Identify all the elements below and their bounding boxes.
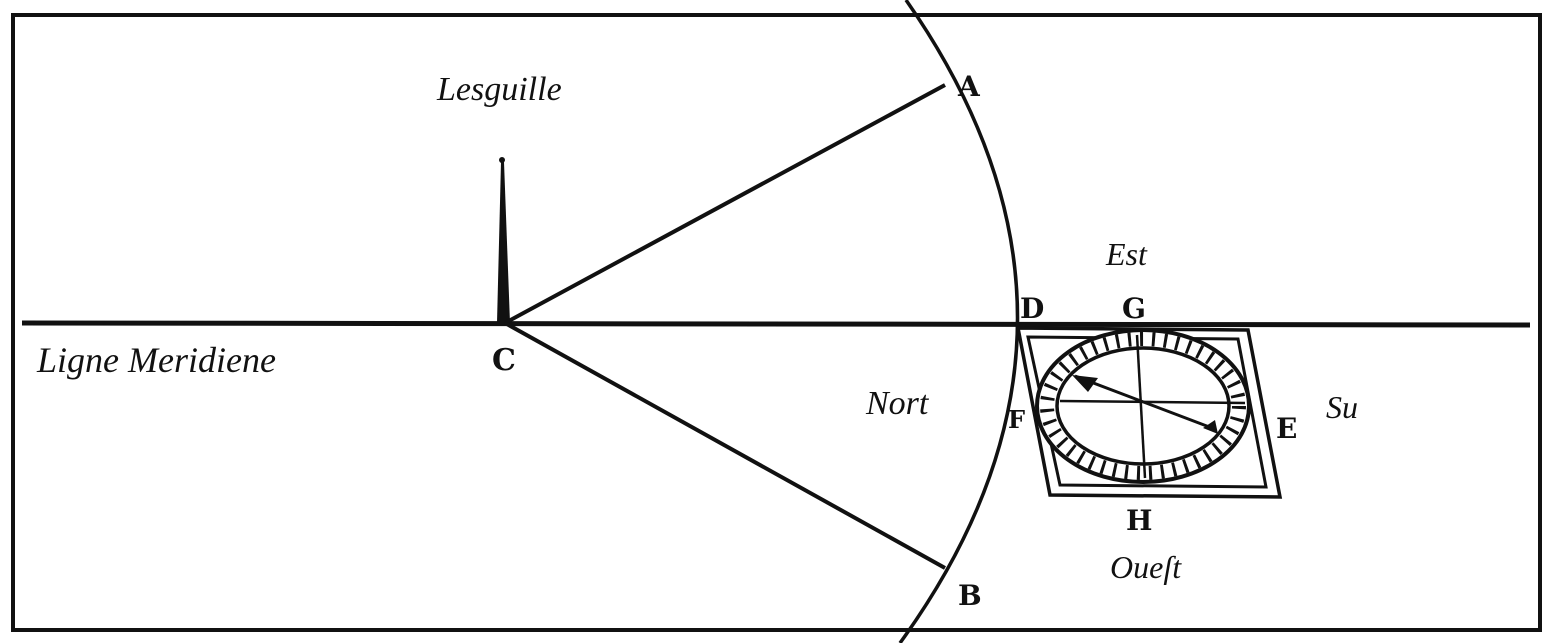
label-north: Nort <box>865 385 930 422</box>
meridian-line <box>21 320 1531 328</box>
label-h: H <box>1126 504 1152 537</box>
label-d: D <box>1020 292 1044 325</box>
line-c-b <box>504 321 946 570</box>
gnomon-tip <box>499 157 505 163</box>
gnomon-needle <box>497 162 510 323</box>
meridian-label: Ligne Meridiene <box>36 340 276 380</box>
line-c-a <box>504 83 946 325</box>
needle-caption: Lesguille <box>436 71 562 108</box>
label-west: Oueſt <box>1110 549 1182 585</box>
label-east: Est <box>1105 236 1148 272</box>
label-b: B <box>958 579 982 612</box>
arc <box>898 0 1020 643</box>
compass-degree-ticks <box>1040 332 1246 480</box>
label-g: G <box>1122 292 1146 325</box>
compass-ns-axis <box>1135 334 1147 479</box>
compass-needle <box>1074 374 1213 430</box>
label-c: C <box>492 343 516 378</box>
label-a: A <box>957 70 981 103</box>
compass-ew-axis <box>1059 399 1246 405</box>
frame <box>11 13 1542 632</box>
label-e: E <box>1276 412 1297 445</box>
needle-arrowhead-icon <box>1072 375 1098 392</box>
label-south: Su <box>1326 389 1358 425</box>
label-f: F <box>1008 405 1025 434</box>
compass <box>1015 326 1283 499</box>
needle-tail-icon <box>1203 420 1218 434</box>
